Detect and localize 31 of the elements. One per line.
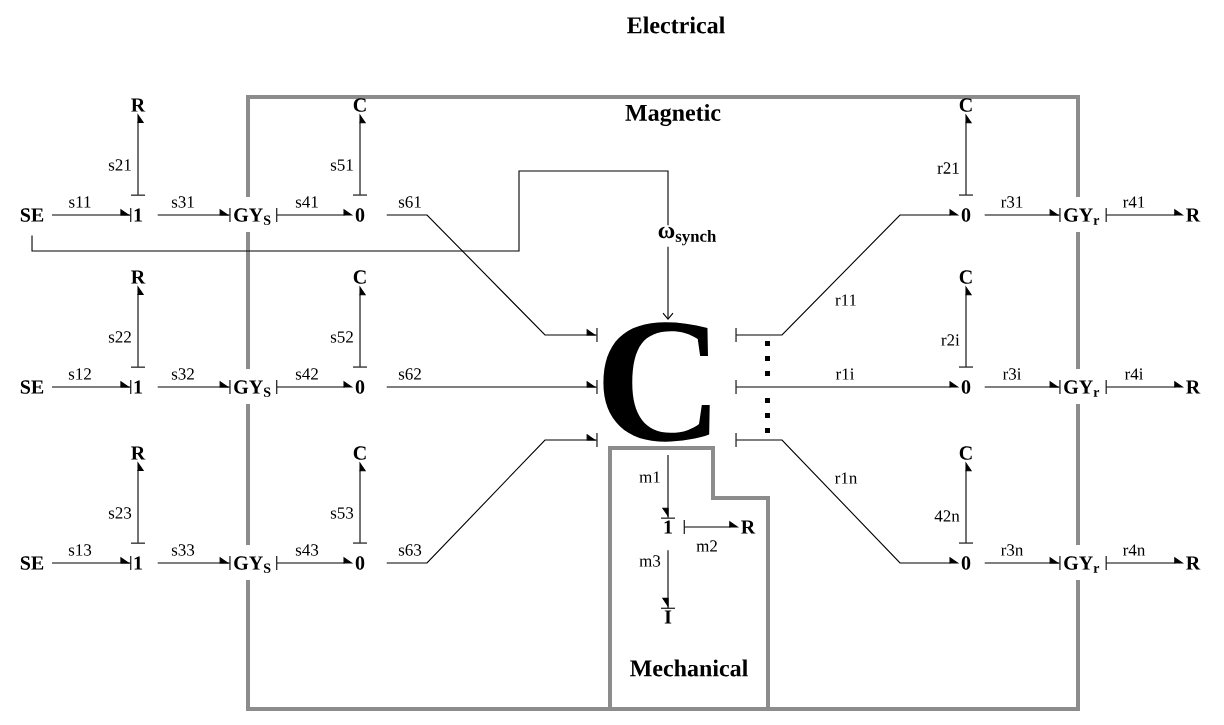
bond-arrow: [51, 207, 132, 223]
bond-arrow: [157, 555, 231, 571]
edge-label: s31: [171, 196, 194, 208]
edge-label: s12: [68, 368, 91, 380]
element-symbol: R: [131, 270, 146, 284]
bond-arrow: [51, 555, 132, 571]
element-symbol: SE: [20, 380, 44, 394]
edge-label: s21: [108, 159, 131, 171]
element-symbol: 1: [134, 556, 142, 570]
element-symbol: R: [131, 446, 146, 460]
edge-label: s33: [171, 544, 195, 556]
edge-label: r4i: [1124, 368, 1144, 380]
bond-arrow: [157, 207, 231, 223]
edge-label: r4n: [1123, 544, 1146, 556]
edge-label: s32: [171, 368, 194, 380]
edge-label: r41: [1123, 196, 1145, 208]
edge-label: s23: [108, 507, 132, 519]
region-label: Electrical: [627, 16, 725, 34]
element-symbol: R: [1186, 208, 1201, 222]
edge-label: s13: [68, 544, 92, 556]
bond-arrow: [51, 379, 132, 395]
element-symbol: R: [1186, 556, 1201, 570]
element-symbol: 1: [134, 208, 142, 222]
element-symbol: SE: [20, 208, 44, 222]
edge-label: s11: [69, 196, 91, 208]
edge-label: s22: [108, 331, 131, 343]
element-symbol: 1: [134, 380, 142, 394]
bond-arrow: [157, 379, 231, 395]
element-symbol: R: [1186, 380, 1201, 394]
element-symbol: SE: [20, 556, 44, 570]
element-symbol: R: [131, 98, 146, 112]
